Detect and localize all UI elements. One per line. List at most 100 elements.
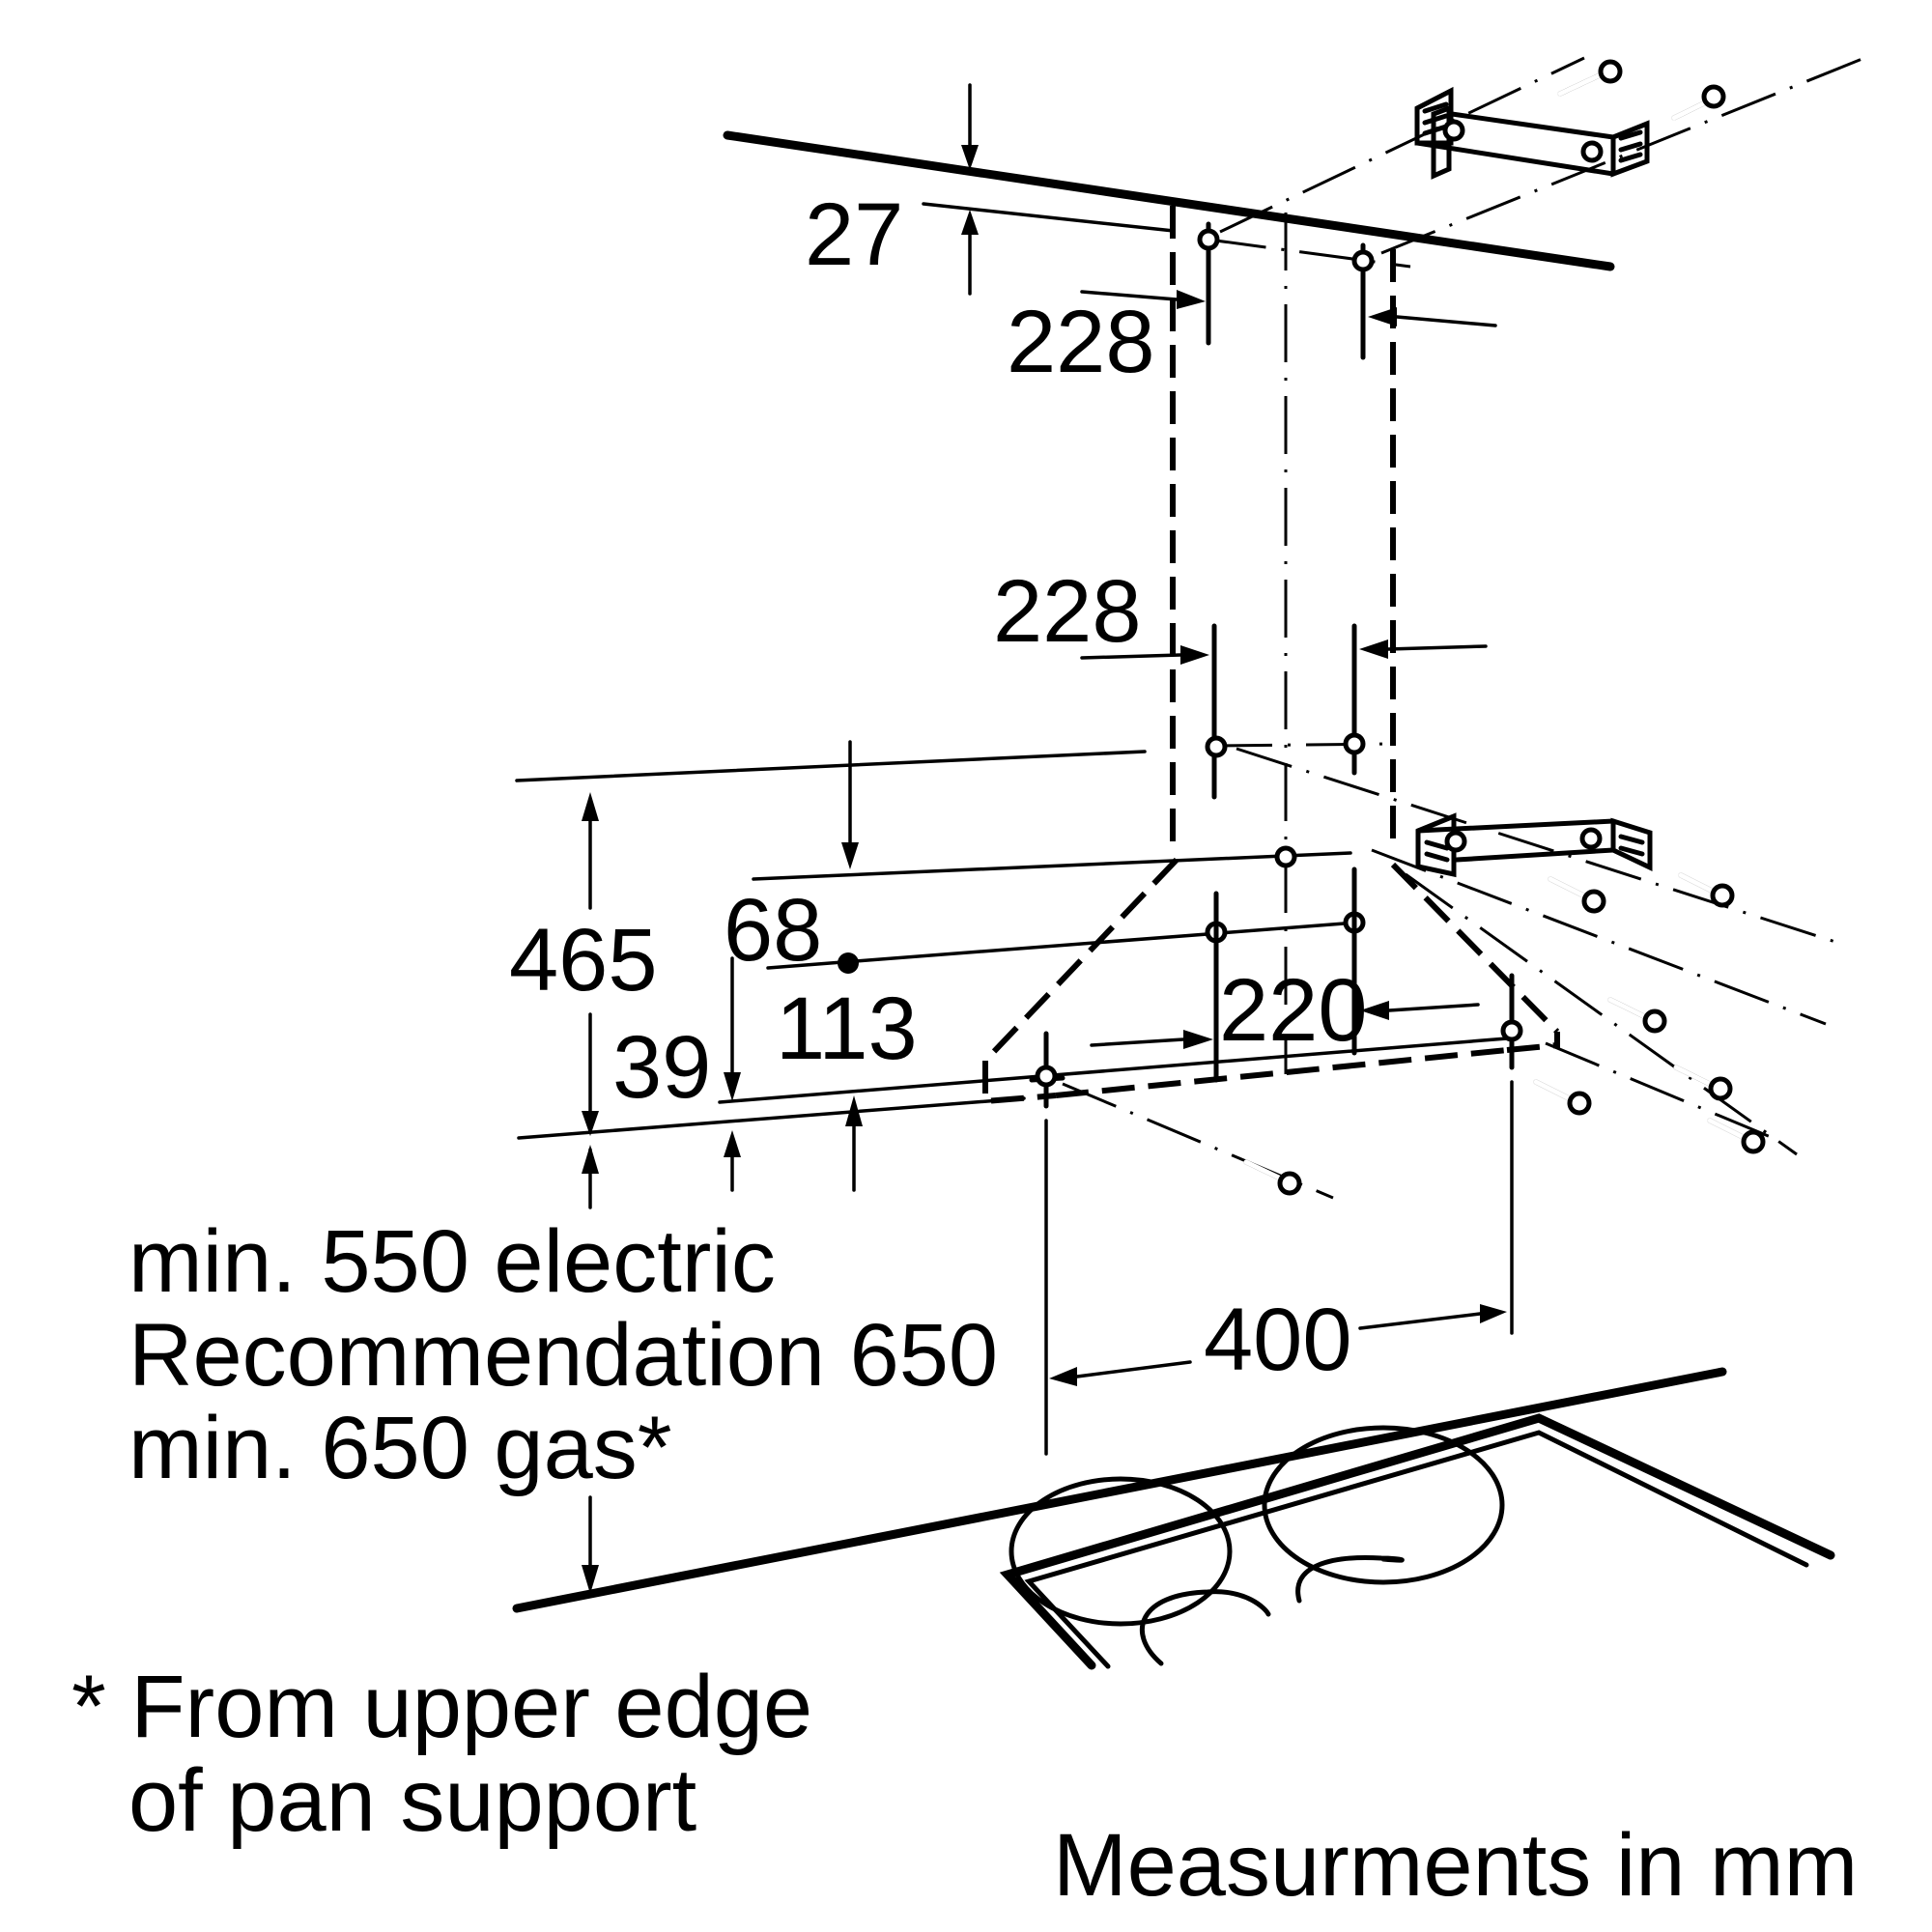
burner-icon xyxy=(1140,1589,1271,1666)
dimension-line xyxy=(1386,644,1488,651)
arrow-left-icon xyxy=(1049,1367,1077,1386)
dimension-line xyxy=(1358,1312,1482,1330)
screw-head xyxy=(1567,1091,1592,1116)
dimension-label-220: 220 xyxy=(1219,961,1368,1060)
dimension-line xyxy=(1080,290,1179,301)
bracket-slot xyxy=(1422,113,1449,126)
dimension-113: 113 xyxy=(776,980,918,1192)
dimension-label-39: 39 xyxy=(612,1018,711,1117)
arrow-up-icon xyxy=(582,1145,599,1174)
wall-mount-bracket-lower xyxy=(1415,812,1653,878)
cooktop-inner-frame xyxy=(1024,1430,1809,1669)
dimension-label-228-upper: 228 xyxy=(1007,293,1155,391)
arrow-down-icon xyxy=(582,1565,599,1594)
bracket-slot xyxy=(1618,845,1645,857)
dimension-label-400: 400 xyxy=(1204,1291,1352,1389)
arrow-up-icon xyxy=(845,1095,863,1126)
screw-head xyxy=(1701,84,1726,109)
cooktop xyxy=(512,1367,1835,1670)
screw-icon xyxy=(1548,876,1606,914)
drill-hole-icon xyxy=(1035,1065,1058,1088)
chimney-outline xyxy=(982,206,1560,1105)
screw-head xyxy=(1708,1076,1733,1101)
bracket-slot xyxy=(1618,129,1643,141)
screw-icon xyxy=(1607,997,1667,1034)
screw-shaft-inner xyxy=(1533,1079,1577,1104)
clearance-note-electric: min. 550 electric xyxy=(128,1212,776,1311)
dimension-line xyxy=(1387,1003,1480,1012)
bracket-hole-icon xyxy=(1444,830,1467,853)
drill-hole-icon xyxy=(1197,228,1220,251)
bracket-slot xyxy=(1618,141,1643,153)
hood-front-holes xyxy=(1029,973,1523,1200)
ceiling-line xyxy=(723,130,1615,271)
dimension-label-465: 465 xyxy=(509,911,658,1009)
dimension-39: 39 xyxy=(612,956,741,1192)
height-reference-lines xyxy=(515,750,1509,1140)
arrow-right-icon xyxy=(1180,645,1209,665)
screw-shaft-inner xyxy=(1557,71,1606,97)
dimension-ceiling-offset: 27 xyxy=(805,83,979,296)
dimension-400: 400 xyxy=(1044,1080,1514,1456)
dimension-465: 465 xyxy=(509,792,658,1136)
bracket-hole-icon xyxy=(1442,119,1465,142)
hood-left-slope xyxy=(982,857,1179,1064)
arrow-up-icon xyxy=(724,1130,741,1157)
screw-axis-line xyxy=(1371,848,1827,1026)
arrow-down-icon xyxy=(724,1072,741,1101)
dimension-line xyxy=(1395,315,1497,327)
clearance-note-gas: min. 650 gas* xyxy=(128,1399,672,1497)
screw-shaft-inner xyxy=(1548,876,1592,901)
screw-icon xyxy=(1533,1079,1592,1116)
screw-head xyxy=(1710,883,1735,908)
burner-icon xyxy=(1262,1425,1505,1585)
arrow-right-icon xyxy=(1177,290,1206,309)
screw-icon xyxy=(1557,59,1623,97)
screw-icon xyxy=(1678,872,1735,908)
bracket-left-tab xyxy=(1415,812,1457,878)
arrow-left-icon xyxy=(1359,639,1388,659)
screw-axis-line xyxy=(1062,1082,1334,1200)
hole-projection-line xyxy=(1380,56,1865,255)
clearance-note-recommendation: Recommendation 650 xyxy=(128,1306,998,1405)
bracket-hole-icon xyxy=(1580,140,1604,163)
screw-axis-line xyxy=(1545,1041,1778,1142)
reference-line-bottom xyxy=(517,1096,1026,1140)
dimension-220: 220 xyxy=(1090,961,1480,1060)
screw-projection-lines xyxy=(1236,747,1836,1156)
hood-bottom-right-corner xyxy=(1506,1032,1560,1053)
bracket-flange xyxy=(1431,104,1452,180)
footnote: * From upper edge of pan support xyxy=(71,1658,812,1850)
screw-axis-line xyxy=(1236,747,1836,944)
drill-hole-icon xyxy=(1343,732,1366,755)
wall-mount-bracket-upper xyxy=(1414,86,1650,180)
burner-icon xyxy=(1295,1555,1405,1604)
reference-dot xyxy=(838,952,859,974)
footnote-line-1: * From upper edge xyxy=(71,1658,812,1756)
arrow-down-icon xyxy=(961,145,979,170)
units-note: Measurments in mm xyxy=(1053,1816,1858,1915)
screw-icon xyxy=(1673,1065,1733,1101)
screw-shaft-inner xyxy=(1607,997,1653,1022)
drill-hole-icon xyxy=(1500,1019,1523,1042)
arrow-right-icon xyxy=(1480,1304,1507,1323)
bracket-hole-icon xyxy=(1579,827,1603,850)
screw-icon xyxy=(1243,1159,1302,1196)
screw-shaft-inner xyxy=(1673,1065,1719,1090)
ceiling xyxy=(723,130,1615,271)
hole-projection-line xyxy=(1219,56,1585,234)
bracket-slot xyxy=(1424,839,1450,851)
screw-axis-line xyxy=(1405,872,1798,1156)
drill-hole-icon xyxy=(1274,845,1297,868)
hole-axis-line xyxy=(1213,742,1394,748)
bracket-top-edge xyxy=(1449,111,1616,140)
bracket-right-tab xyxy=(1610,817,1653,871)
hood-right-slope xyxy=(1390,862,1560,1035)
arrow-left-icon xyxy=(1360,1001,1389,1020)
dimension-label-27: 27 xyxy=(805,185,903,284)
burner-icon xyxy=(1009,1476,1233,1627)
dimension-line xyxy=(1075,1360,1192,1378)
cooktop-outer-frame xyxy=(999,1413,1835,1670)
drill-hole-icon xyxy=(1351,249,1375,272)
screw-head xyxy=(1598,59,1623,84)
